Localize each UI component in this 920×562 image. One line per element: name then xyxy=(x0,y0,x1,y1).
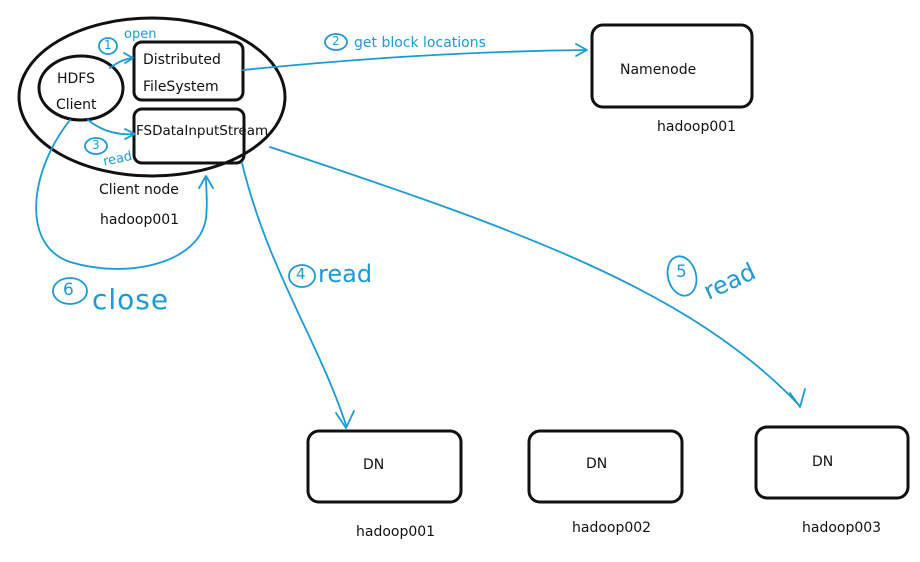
step-1-label: open xyxy=(124,27,157,42)
step-2-label: get block locations xyxy=(354,35,486,51)
distributed-filesystem-label-line2: FileSystem xyxy=(143,79,219,95)
step-6-number: 6 xyxy=(63,280,74,300)
read-dn3-arrow xyxy=(269,146,800,406)
datanode-box-3 xyxy=(754,425,910,500)
namenode-box xyxy=(590,23,754,109)
get-block-locations-arrow xyxy=(242,49,587,71)
datanode-1-host: hadoop001 xyxy=(356,524,436,540)
read-stream-arrowhead xyxy=(124,128,136,140)
hdfs-client-label-line2: Client xyxy=(56,97,97,113)
get-block-locations-arrowhead xyxy=(575,43,588,57)
hdfs-client-ellipse xyxy=(37,54,125,122)
step-4-label: read xyxy=(318,260,373,288)
distributed-filesystem-box xyxy=(132,40,245,102)
step-5-circle xyxy=(666,255,698,297)
distributed-filesystem-label-line1: Distributed xyxy=(143,52,221,68)
datanode-box-1 xyxy=(306,429,463,504)
step-3-number: 3 xyxy=(92,138,100,152)
datanode-2-host: hadoop002 xyxy=(572,520,652,536)
datanode-box-2 xyxy=(527,429,684,504)
step-1-number: 1 xyxy=(104,38,112,52)
datanode-3-host: hadoop003 xyxy=(802,520,882,536)
step-2-circle xyxy=(324,33,348,51)
fsdatainputstream-box xyxy=(132,107,246,165)
step-4-number: 4 xyxy=(296,265,306,283)
hdfs-client-label-line1: HDFS xyxy=(57,71,96,87)
step-4-circle xyxy=(288,264,316,288)
step-2-number: 2 xyxy=(332,34,340,48)
datanode-2-label: DN xyxy=(586,456,608,472)
read-stream-arrow xyxy=(87,119,135,136)
step-6-label: close xyxy=(92,283,170,316)
datanode-1-label: DN xyxy=(363,457,385,473)
client-node-host: hadoop001 xyxy=(100,212,180,228)
step-5-number: 5 xyxy=(676,262,687,282)
read-dn1-arrow xyxy=(241,162,347,426)
client-node-label: Client node xyxy=(99,182,179,198)
client-node-ellipse xyxy=(17,16,287,178)
namenode-label: Namenode xyxy=(620,62,697,78)
step-6-circle xyxy=(52,277,88,305)
close-arrow xyxy=(35,119,208,270)
open-arrow xyxy=(109,57,133,69)
fsdatainputstream-label: FSDataInputStream xyxy=(136,123,269,139)
datanode-3-label: DN xyxy=(812,454,834,470)
close-arrowhead xyxy=(198,175,214,189)
open-arrowhead xyxy=(123,52,134,64)
step-1-circle xyxy=(98,37,118,55)
step-3-circle xyxy=(84,137,108,155)
read-dn3-arrowhead xyxy=(789,388,806,408)
read-dn1-arrowhead xyxy=(335,410,355,429)
namenode-host: hadoop001 xyxy=(657,119,737,135)
